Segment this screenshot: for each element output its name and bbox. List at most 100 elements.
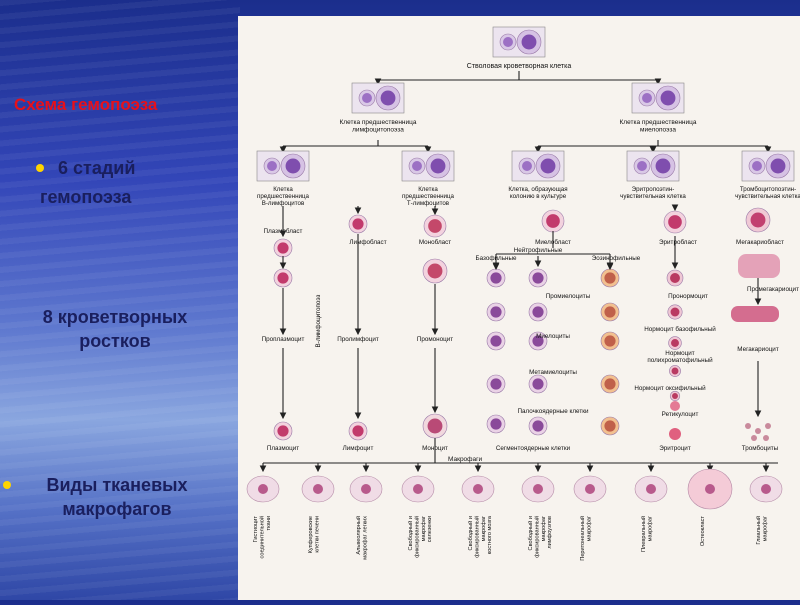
monoblast-cell-nucleus: [428, 219, 442, 233]
t-prec-label: Т-лимфоцитов: [407, 200, 450, 207]
macrophage-nucleus: [413, 484, 423, 494]
macrophage-type-label: Купферовские: [308, 516, 314, 553]
t-prec-cell-a-nucleus: [412, 161, 422, 171]
normo-poly-label: Нормоцит: [665, 350, 695, 357]
macrophage-type-label: соединительной: [258, 516, 265, 559]
metamyelocytes-label: Метамиелоциты: [529, 369, 577, 376]
macrophage-nucleus: [646, 484, 656, 494]
lymphocyte-cell-nucleus: [352, 425, 364, 437]
t-prec-cell-b-nucleus: [430, 158, 446, 174]
granulocyte-cell-nucleus: [532, 420, 544, 432]
lymph-prec-cell-a-nucleus: [362, 93, 372, 103]
macrophage-type-label: макрофаг легких: [362, 516, 368, 560]
macrophage-nucleus: [258, 484, 268, 494]
lymphoblast-label: Лимфобласт: [349, 238, 386, 246]
granulocyte-cell-nucleus: [604, 335, 616, 347]
t-prec-label: Клетка: [418, 186, 438, 193]
erythroid-cell-nucleus: [671, 339, 679, 347]
monoblast-cell-2-nucleus: [427, 263, 443, 279]
macrophage-type-label: Свободный и: [527, 516, 534, 550]
erythrocyte-cell: [669, 428, 681, 440]
macrophage-type-label: фиксированный: [533, 516, 540, 558]
macrophages-label: Макрофаги: [448, 456, 483, 463]
prolymphocyte-label: Пролимфоцит: [337, 336, 379, 343]
neutrophilic-label: Нейтрофильные: [514, 246, 563, 254]
pronormocyte-label: Пронормоцит: [668, 293, 708, 300]
t-prec-label: предшественница: [402, 193, 455, 200]
platelet: [763, 435, 769, 441]
granulocyte-cell-nucleus: [532, 272, 544, 284]
normo-oxy-label: Нормоцит оксифильный: [634, 384, 706, 392]
erythrocyte-label: Эритроцит: [659, 445, 691, 452]
normo-poly-label: полихроматофильный: [647, 356, 713, 364]
stem-cell-cell-a-nucleus: [503, 37, 513, 47]
erythroid-cell-nucleus: [670, 307, 680, 317]
macrophage-type-label: Альвеолярный: [355, 516, 362, 555]
stem-label: Стволовая кроветворная клетка: [467, 63, 572, 70]
myelo-prec-cell-b-nucleus: [660, 90, 676, 106]
stages-line-2: гемопоэза: [40, 187, 132, 207]
erythro-prec-label: чувствительная клетка: [620, 193, 686, 200]
macrophage-type-label: Остеокласт: [700, 516, 706, 547]
macrophage-type-label: клетки печени: [314, 516, 320, 553]
monocyte-cell-nucleus: [427, 418, 443, 434]
stages-line-1: 6 стадий: [58, 158, 136, 178]
macrophage-type-label: макрофаг: [541, 516, 547, 541]
macrophage-nucleus: [361, 484, 371, 494]
granulocyte-cell-nucleus: [604, 378, 616, 390]
myelo-prec-label: Клетка предшественница: [620, 119, 697, 126]
erythroblast-label: Эритробласт: [659, 238, 697, 246]
cfu-label: колонию в культуре: [510, 193, 567, 200]
platelet: [765, 423, 771, 429]
cfu-label: Клетка, образующая: [508, 186, 567, 193]
platelets-label: Тромбоциты: [742, 444, 779, 452]
thrombo-prec-label: чувствительная клетка: [735, 193, 800, 200]
granulocyte-cell-nucleus: [532, 306, 544, 318]
lymphocyte-label: Лимфоцит: [343, 445, 374, 452]
b-prec-cell-b-nucleus: [285, 158, 301, 174]
erythroid-cell-nucleus: [672, 393, 678, 399]
myelocytes-label: Миелоциты: [536, 333, 570, 340]
bullet-icon: [36, 164, 44, 172]
macrophage-type-label: ткани: [266, 516, 272, 530]
macrophage-type-label: Перитонеальный: [579, 516, 586, 561]
erythro-prec-label: Эритропоэтин-: [632, 186, 675, 193]
macrophage-nucleus: [761, 484, 771, 494]
megakaryocyte-label: Мегакариоцит: [737, 346, 779, 353]
sprouts-text: 8 кроветворных ростков: [42, 307, 188, 351]
erythro-prec-cell-a-nucleus: [637, 161, 647, 171]
macrophage-type-label: селезенки: [427, 516, 433, 542]
lymphoblast-cell-nucleus: [352, 218, 364, 230]
platelet: [751, 435, 757, 441]
b-prec-label: предшественница: [257, 193, 310, 200]
band-label: Палочкоядерные клетки: [517, 408, 589, 415]
thrombo-prec-cell-b-nucleus: [770, 158, 786, 174]
reticulocyte-cell: [670, 401, 680, 411]
macrophage-type-label: макрофаг: [586, 516, 592, 541]
erythroid-cell-nucleus: [670, 273, 680, 283]
macrophage-nucleus: [313, 484, 323, 494]
thrombo-prec-label: Тромбоцитопоэтин-: [740, 186, 796, 193]
granulocyte-cell-nucleus: [604, 272, 616, 284]
macrophage-type-label: Свободный и: [467, 516, 474, 550]
granulocyte-cell-nucleus: [490, 418, 502, 430]
macrophage-type-label: макрофаг: [421, 516, 427, 541]
macrophage-type-label: макрофаг: [481, 516, 487, 541]
myeloblast-cell-nucleus: [546, 214, 560, 228]
granulocyte-cell-nucleus: [490, 306, 502, 318]
granulocyte-cell-nucleus: [604, 306, 616, 318]
b-prec-label: В-лимфоцитов: [262, 200, 305, 207]
erythro-prec-cell-b-nucleus: [655, 158, 671, 174]
erythroid-cell-nucleus: [671, 367, 679, 375]
macrophage-type-label: костного мозга: [487, 515, 493, 554]
lymph-prec-label: Клетка предшественница: [340, 119, 417, 126]
erythroblast-cell-nucleus: [668, 215, 682, 229]
granulocyte-cell-nucleus: [490, 335, 502, 347]
promyelocytes-label: Промиелоциты: [546, 293, 591, 300]
granulocyte-cell-nucleus: [490, 378, 502, 390]
macrophage-nucleus: [473, 484, 483, 494]
bullet-icon: [3, 481, 11, 489]
bullet-stages: 6 стадий: [36, 156, 135, 180]
